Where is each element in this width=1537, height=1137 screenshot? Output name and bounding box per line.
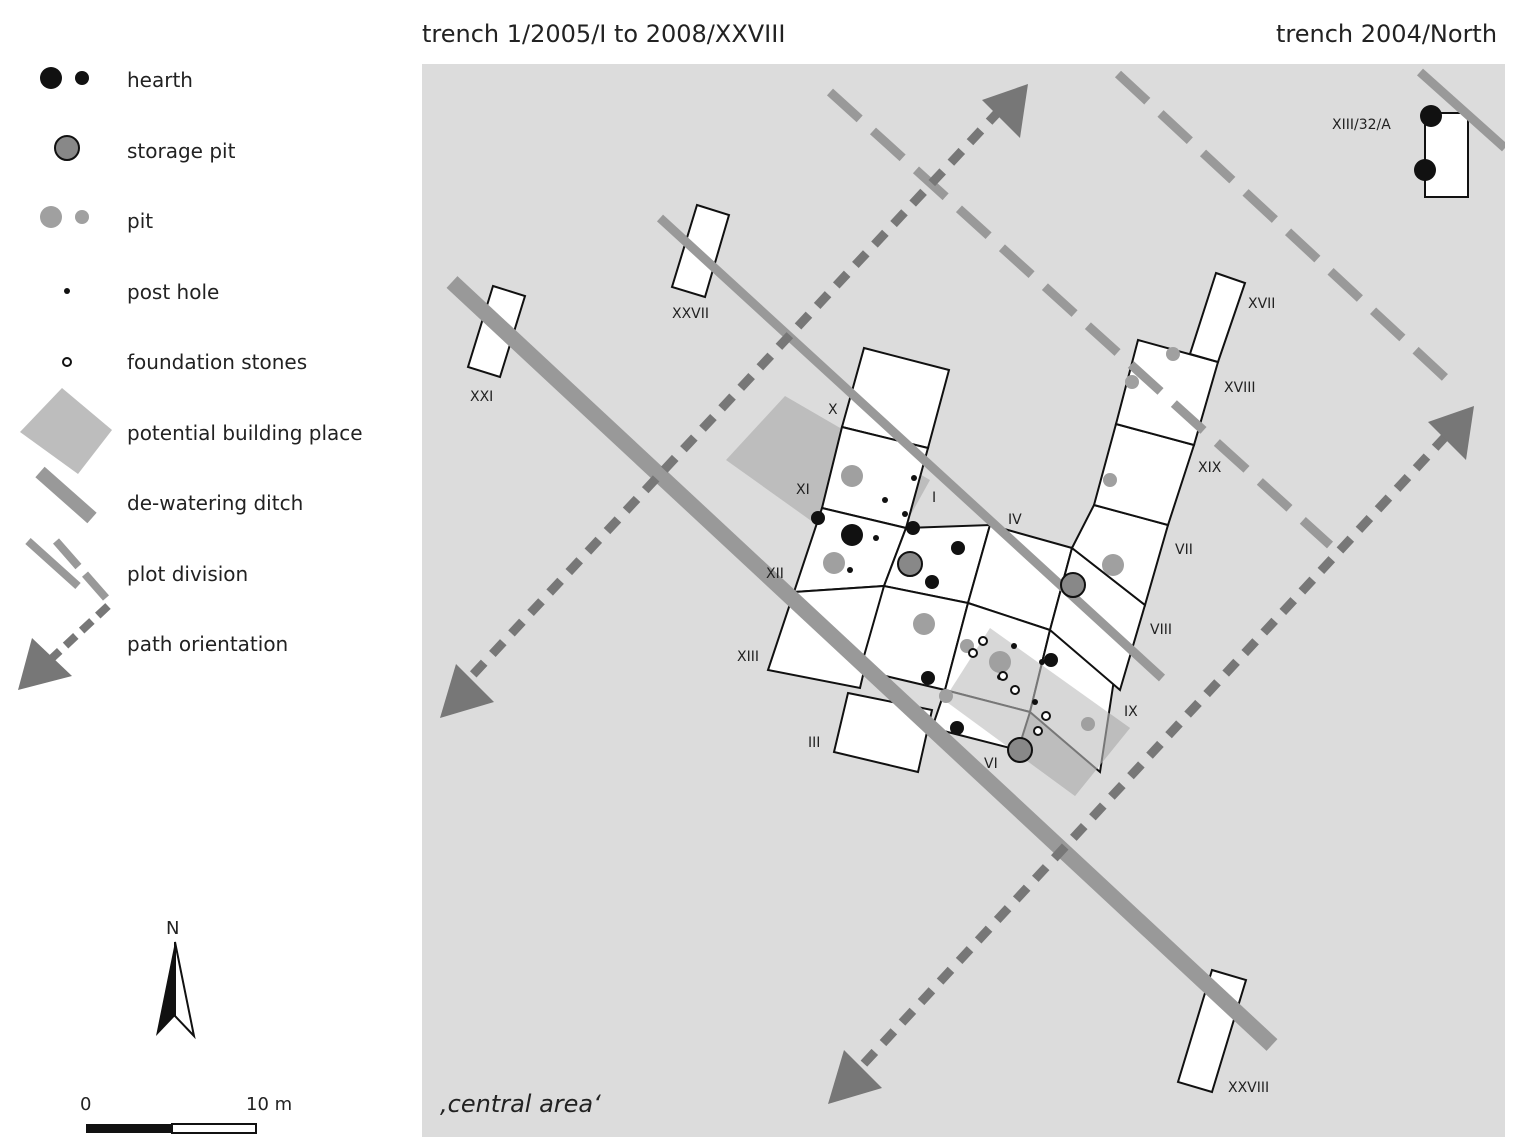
trench-outlines [466, 112, 1469, 1094]
trench-label-ix: IX [1124, 704, 1138, 720]
legend-post-hole-icon [64, 288, 70, 294]
legend-pit-small-icon [75, 210, 89, 224]
north-label: N [166, 918, 180, 939]
foundation-stones [968, 636, 1051, 736]
legend-ditch-label: de-watering ditch [127, 491, 304, 515]
legend-symbols [18, 67, 257, 1134]
pits [823, 347, 1180, 731]
north-arrow-half-icon [174, 941, 196, 1040]
trench-label-xxvii: XXVII [672, 306, 709, 322]
legend-post-hole-label: post hole [127, 280, 220, 304]
path-2-arrow-sw [828, 1050, 882, 1104]
legend-path-orientation-label: path orientation [127, 632, 289, 656]
legend-storage-pit-label: storage pit [127, 139, 236, 163]
trench-label-vi: VI [984, 756, 998, 772]
trench-label-i: I [932, 490, 936, 506]
map-title-right: trench 2004/North [1276, 20, 1498, 48]
trench-label-xii: XII [766, 566, 784, 582]
trench-xvii [1188, 271, 1247, 364]
trench-label-xxi: XXI [470, 389, 493, 405]
trench-label-xxviii: XXVIII [1228, 1080, 1269, 1096]
legend-hearth-label: hearth [127, 68, 193, 92]
legend-building-place-label: potential building place [127, 421, 363, 445]
legend-hearth-large-icon [40, 67, 62, 89]
central-area-label: ‚central area‘ [440, 1090, 601, 1118]
trench-label-iv: IV [1008, 512, 1022, 528]
building-place-overlay [944, 628, 1130, 796]
legend-hearth-small-icon [75, 71, 89, 85]
scale-start-label: 0 [80, 1094, 92, 1115]
plot-division-3 [1417, 68, 1505, 152]
legend-foundation-stone-icon [62, 357, 72, 367]
trench-label-xiii: XIII [737, 649, 759, 665]
path-2 [854, 432, 1450, 1074]
trench-label-xiii-32-a: XIII/32/A [1332, 117, 1391, 133]
map-title-left: trench 1/2005/I to 2008/XXVIII [422, 20, 786, 48]
path-2-arrow-ne [1428, 406, 1474, 460]
post-holes [847, 475, 1045, 705]
scale-end-label: 10 m [246, 1094, 293, 1115]
scale-bar-dark [86, 1124, 172, 1133]
trench-label-xvii: XVII [1248, 296, 1275, 312]
trench-label-xviii: XVIII [1224, 380, 1256, 396]
legend-plot-division-1-icon [25, 538, 81, 589]
north-arrow-icon [156, 942, 175, 1036]
legend-foundation-stones-label: foundation stones [127, 350, 308, 374]
storage-pits [897, 551, 1086, 763]
scale-bar-light [171, 1123, 257, 1134]
trench-label-viii: VIII [1150, 622, 1172, 638]
legend-storage-pit-icon [54, 135, 80, 161]
trench-label-x: X [828, 402, 838, 418]
legend-building-place-icon [20, 388, 112, 474]
legend-pit-label: pit [127, 209, 154, 233]
hearths [811, 105, 1442, 735]
trench-label-vii: VII [1175, 542, 1193, 558]
path-1-arrow-sw [440, 664, 494, 718]
plot-division-2 [1114, 70, 1456, 388]
trench-label-xi: XI [796, 482, 810, 498]
path-1-arrow-ne [982, 84, 1028, 138]
legend-path-arrow-icon [18, 638, 72, 690]
ditch-secondary [656, 214, 1166, 682]
legend-ditch-icon [35, 466, 97, 524]
legend-plot-division-2-icon [52, 538, 110, 601]
legend-plot-division-label: plot division [127, 562, 249, 586]
path-1 [464, 106, 1004, 684]
legend-pit-large-icon [40, 206, 62, 228]
legend-path-icon [47, 603, 111, 663]
trench-label-xix: XIX [1198, 460, 1222, 476]
ditch-main [446, 276, 1278, 1051]
trench-label-iii: III [808, 735, 820, 751]
